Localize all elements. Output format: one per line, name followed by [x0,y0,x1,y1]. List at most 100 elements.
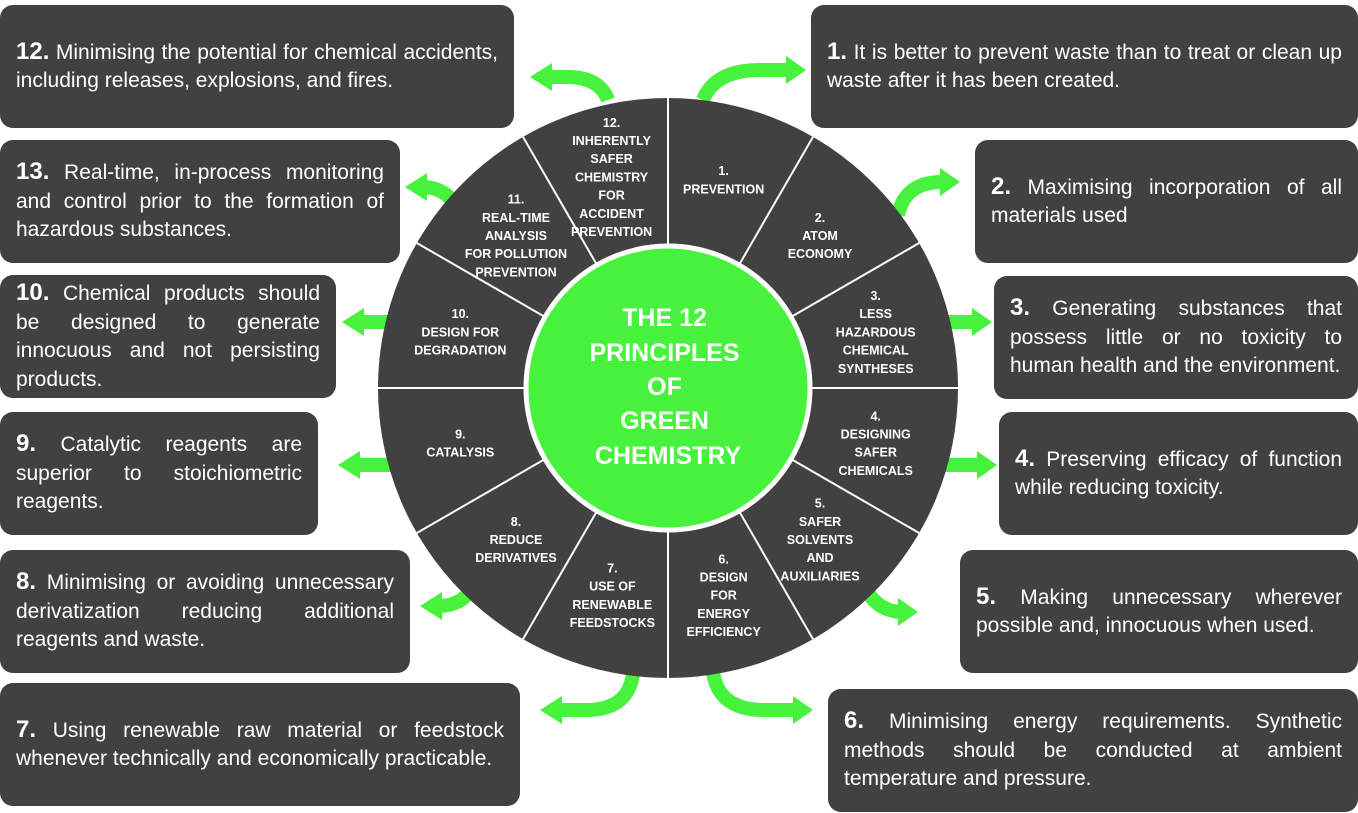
principle-text: Preserving efficacy of function while re… [1015,447,1342,500]
segment-label-line: SAFER [590,152,632,166]
principle-number: 6. [844,707,865,735]
segment-label-line: AUXILIARIES [780,569,859,583]
center-title-line: GREEN [620,407,709,435]
segment-label-line: EFFICIENCY [686,625,761,639]
arrow-shaft [696,63,788,104]
segment-label-line: SOLVENTS [787,533,853,547]
principle-box-13: 13. Real-time, in-process monitoring and… [0,140,400,263]
principle-box-12: 12. Minimising the potential for chemica… [0,5,514,128]
principle-box-7: 7. Using renewable raw material or feeds… [0,683,520,806]
segment-label-line: DEGRADATION [414,344,506,358]
segment-divider [522,136,598,266]
segment-divider [522,510,598,640]
principle-box-2: 2. Maximising incorporation of all mater… [975,140,1358,263]
segment-label-line: CHEMICAL [843,344,909,358]
principle-box-4: 4. Preserving efficacy of function while… [999,412,1358,535]
principle-box-5: 5. Making unnecessary wherever possible … [960,550,1358,673]
arrow-shaft [550,70,615,103]
segment-label-line: FOR [710,589,736,603]
arrow-head [972,308,992,336]
segment-label-line: PREVENTION [475,265,556,279]
center-title-line: PRINCIPLES [590,339,740,367]
principle-text: Minimising the potential for chemical ac… [16,40,498,93]
segment-label-line: ACCIDENT [579,207,644,221]
center-title-line: THE 12 [622,304,707,332]
segment-label-line: ATOM [802,229,838,243]
segment-label-line: 2. [815,211,825,225]
arrow-head [342,308,364,336]
principle-text: Minimising or avoiding unnecessary deriv… [16,571,394,652]
segment-divider [738,136,814,266]
segment-label-line: SYNTHESES [838,362,914,376]
principle-number: 7. [16,715,37,743]
principle-number: 9. [16,430,37,458]
arrow-head [405,173,427,201]
segment-label-line: REDUCE [490,533,543,547]
principle-text: Making unnecessary wherever possible and… [976,585,1342,638]
segment-label-line: 4. [870,409,880,423]
segment-label-line: RENEWABLE [572,598,652,612]
principle-box-9: 9. Catalytic reagents are superior to st… [0,412,318,535]
segment-divider [790,458,920,534]
arrow-shaft [560,671,640,717]
segment-label-line: 6. [718,552,728,566]
segment-label-line: 8. [511,515,521,529]
segment-label-line: LESS [859,307,892,321]
principle-number: 8. [16,568,37,596]
segment-divider [416,242,546,318]
arrow-2 [891,168,960,217]
segment-label-line: CHEMICALS [839,464,913,478]
arrow-1 [696,56,806,104]
arrow-shaft [706,670,795,717]
principle-box-8: 8. Minimising or avoiding unnecessary de… [0,550,410,673]
principle-number: 2. [991,172,1012,200]
principle-number: 5. [976,582,997,610]
segment-label-line: FOR [598,189,624,203]
segment-label-line: REAL-TIME [482,211,550,225]
segment-label-line: DESIGNING [841,428,911,442]
principle-number: 10. [16,279,50,306]
principle-number: 12. [16,37,50,65]
principle-box-1: 1. It is better to prevent waste than to… [811,5,1358,128]
segment-label-line: ENERGY [697,607,750,621]
principle-text: Minimising energy requirements. Syntheti… [844,710,1342,791]
segment-label-line: 9. [455,428,465,442]
segment-divider [416,458,546,534]
arrow-shaft [424,180,455,204]
principle-number: 13. [16,158,50,186]
segment-label-8: 8. REDUCE DERIVATIVES [475,515,557,565]
segment-label-line: 3. [870,289,880,303]
segment-label-line: 5. [815,497,825,511]
principle-text: Generating substances that possess littl… [1010,297,1342,378]
segment-label-line: INHERENTLY [572,134,651,148]
arrow-9 [338,451,393,479]
arrow-head [977,451,997,479]
arrow-8 [420,586,477,620]
segment-label-line: SAFER [854,446,896,460]
segment-label-line: PREVENTION [683,182,764,196]
principle-number: 4. [1015,444,1036,472]
arrow-head [530,63,552,91]
segment-divider [738,510,814,640]
principle-text: Using renewable raw material or feedstoc… [16,718,504,771]
segment-label-line: PREVENTION [571,225,652,239]
arrow-3 [946,308,992,336]
principle-box-6: 6. Minimising energy requirements. Synth… [828,689,1358,812]
segment-label-9: 9.CATALYSIS [426,428,494,460]
principle-number: 1. [827,37,848,65]
segment-label-line: DESIGN FOR [421,325,499,339]
segment-label-line: 7. [607,561,617,575]
principle-box-10: 10. Chemical products should be designed… [0,275,336,398]
arrow-shaft [891,175,943,217]
arrow-head [898,598,918,626]
segment-label-line: DERIVATIVES [475,551,557,565]
arrow-7 [540,671,640,724]
segment-label-2: 2. ATOM ECONOMY [788,211,853,261]
segment-label-line: ECONOMY [788,247,853,261]
arrow-head [793,696,813,724]
principle-text: It is better to prevent waste than to tr… [827,40,1342,93]
center-title-line: OF [647,373,682,401]
